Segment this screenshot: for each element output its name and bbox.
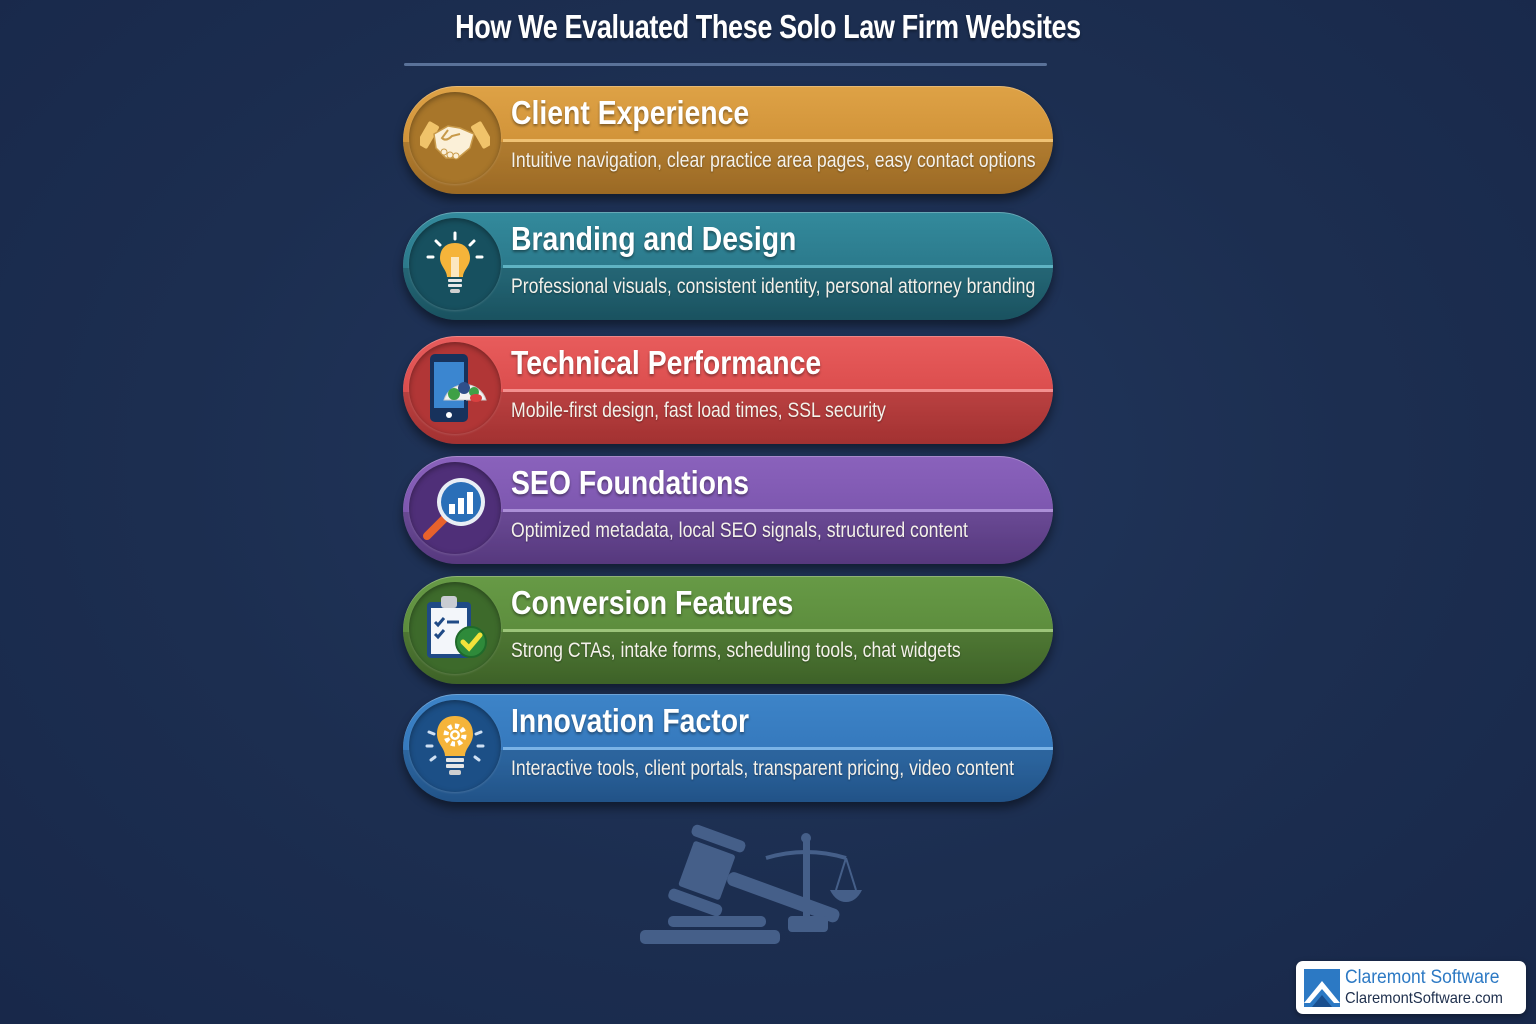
criterion-title: SEO Foundations: [511, 464, 750, 501]
criterion-title: Technical Performance: [511, 344, 822, 381]
criterion-description: Optimized metadata, local SEO signals, s…: [511, 519, 968, 542]
title-divider: [404, 63, 1047, 66]
mobile-speedometer-icon: [409, 342, 501, 434]
claremont-logo-icon: [1304, 969, 1340, 1007]
criterion-branding-design: Branding and Design Professional visuals…: [403, 212, 1053, 320]
brand-badge[interactable]: Claremont Software ClaremontSoftware.com: [1296, 961, 1526, 1014]
brand-url[interactable]: ClaremontSoftware.com: [1345, 990, 1503, 1007]
magnifier-chart-icon: [409, 462, 501, 554]
gavel-scales-icon: [640, 824, 862, 944]
brand-name: Claremont Software: [1345, 967, 1500, 988]
page-title: How We Evaluated These Solo Law Firm Web…: [455, 8, 1081, 45]
lightbulb-icon: [409, 218, 501, 310]
criterion-title: Client Experience: [511, 94, 750, 131]
criterion-technical-performance: Technical Performance Mobile-first desig…: [403, 336, 1053, 444]
criterion-description: Mobile-first design, fast load times, SS…: [511, 399, 886, 422]
clipboard-check-icon: [409, 582, 501, 674]
handshake-icon: [409, 92, 501, 184]
criterion-title: Innovation Factor: [511, 702, 750, 739]
criterion-description: Professional visuals, consistent identit…: [511, 275, 1036, 298]
lightbulb-gear-icon: [409, 700, 501, 792]
criterion-title: Branding and Design: [511, 220, 797, 257]
criterion-description: Interactive tools, client portals, trans…: [511, 757, 1015, 780]
criterion-innovation-factor: Innovation Factor Interactive tools, cli…: [403, 694, 1053, 802]
criterion-description: Intuitive navigation, clear practice are…: [511, 149, 1036, 172]
criterion-seo-foundations: SEO Foundations Optimized metadata, loca…: [403, 456, 1053, 564]
criterion-description: Strong CTAs, intake forms, scheduling to…: [511, 639, 961, 662]
criterion-title: Conversion Features: [511, 584, 794, 621]
criterion-conversion-features: Conversion Features Strong CTAs, intake …: [403, 576, 1053, 684]
criterion-client-experience: Client Experience Intuitive navigation, …: [403, 86, 1053, 194]
